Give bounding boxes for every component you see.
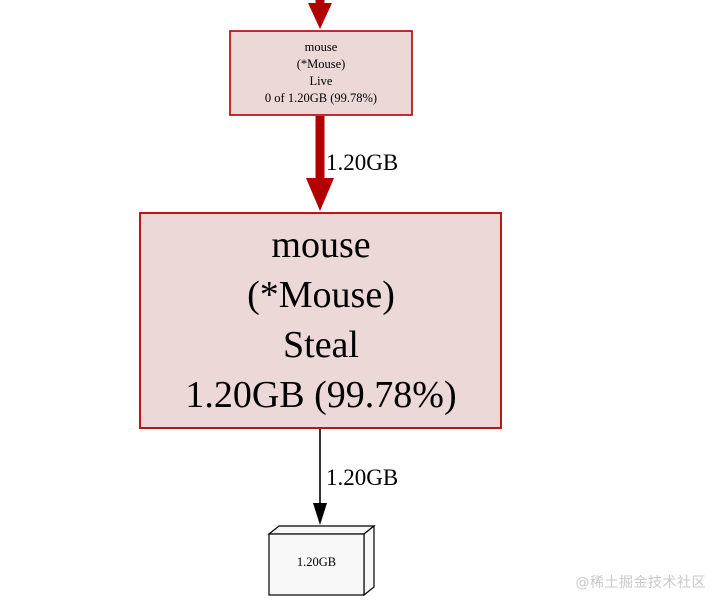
watermark-text: @稀土掘金技术社区: [575, 575, 706, 591]
node-alloc-leaf[interactable]: 1.20GB: [267, 524, 376, 597]
incoming-edge: [308, 0, 332, 29]
edge-steal-to-leaf-label: 1.20GB: [326, 465, 398, 490]
node-steal-line4: 1.20GB (99.78%): [185, 374, 456, 416]
node-live-line4: 0 of 1.20GB (99.78%): [265, 91, 377, 105]
node-alloc-leaf-label: 1.20GB: [297, 555, 336, 569]
node-live-line1: mouse: [305, 40, 338, 54]
node-mouse-live[interactable]: mouse (*Mouse) Live 0 of 1.20GB (99.78%): [229, 30, 413, 116]
node-steal-line3: Steal: [283, 324, 359, 366]
node-steal-line2: (*Mouse): [247, 274, 395, 316]
node-live-line3: Live: [310, 74, 333, 88]
node-mouse-steal[interactable]: mouse (*Mouse) Steal 1.20GB (99.78%): [139, 212, 502, 429]
edge-live-to-steal[interactable]: 1.20GB: [306, 116, 398, 211]
edge-live-to-steal-label: 1.20GB: [326, 150, 398, 175]
node-live-line2: (*Mouse): [297, 57, 346, 71]
edge-steal-to-leaf[interactable]: 1.20GB: [313, 429, 398, 525]
node-steal-line1: mouse: [271, 224, 370, 266]
